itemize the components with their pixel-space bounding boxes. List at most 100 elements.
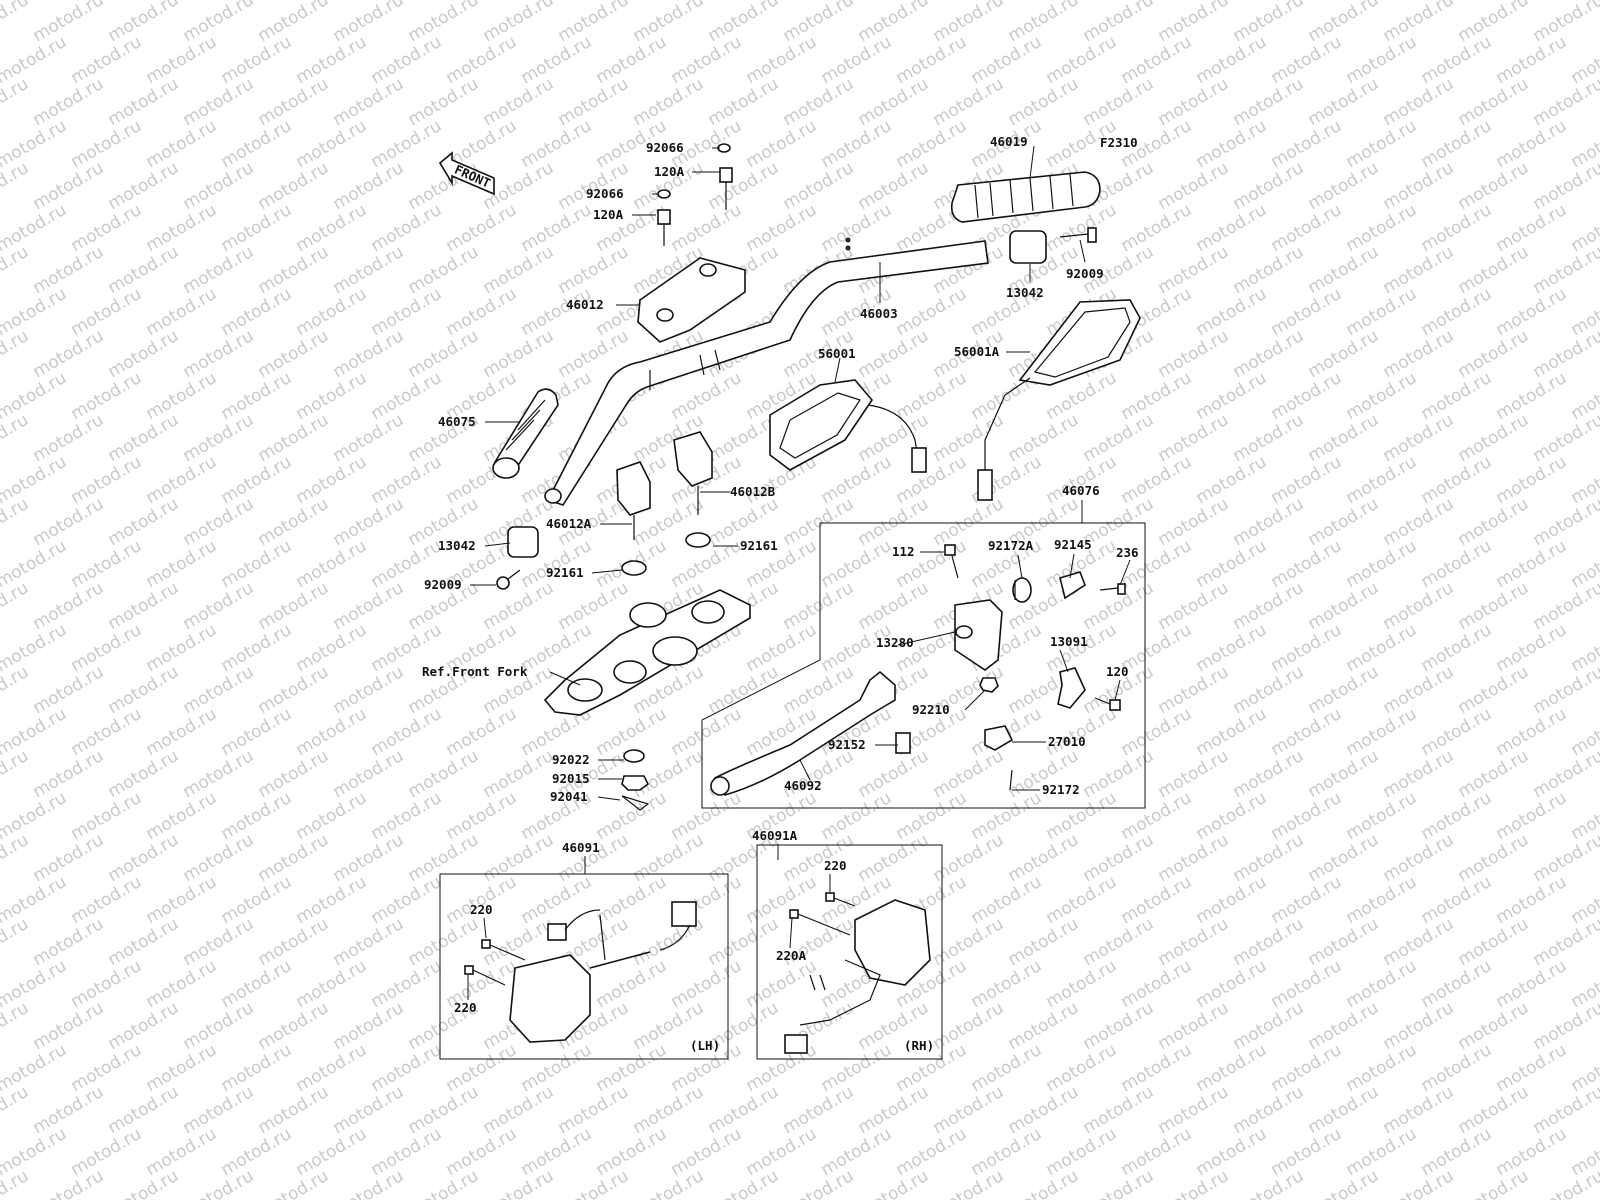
- handlebar-part: [544, 237, 989, 506]
- label-120: 120: [1106, 664, 1129, 679]
- watermark-text: motod.ru: [1380, 74, 1458, 130]
- watermark-text: motod.ru: [1155, 1166, 1233, 1200]
- watermark-text: motod.ru: [855, 578, 933, 634]
- watermark-text: motod.ru: [30, 746, 108, 802]
- label-46075: 46075: [438, 414, 476, 429]
- watermark-text: motod.ru: [743, 32, 821, 88]
- watermark-text: motod.ru: [68, 872, 146, 928]
- watermark-text: motod.ru: [255, 158, 333, 214]
- watermark-text: motod.ru: [1530, 578, 1600, 634]
- watermark-text: motod.ru: [1193, 284, 1271, 340]
- watermark-text: motod.ru: [143, 284, 221, 340]
- watermark-text: motod.ru: [1118, 704, 1196, 760]
- figure-code: F2310: [1100, 135, 1138, 150]
- collar-92152: [895, 732, 911, 754]
- watermark-text: motod.ru: [743, 200, 821, 256]
- watermark-text: motod.ru: [330, 74, 408, 130]
- watermark-text: motod.ru: [855, 326, 933, 382]
- watermark-text: motod.ru: [293, 1040, 371, 1096]
- watermark-text: motod.ru: [705, 1082, 783, 1138]
- watermark-text: motod.ru: [1343, 956, 1421, 1012]
- watermark-text: motod.ru: [1493, 200, 1571, 256]
- watermark-text: motod.ru: [743, 1040, 821, 1096]
- watermark-text: motod.ru: [1380, 158, 1458, 214]
- watermark-text: motod.ru: [1343, 452, 1421, 508]
- label-92161-a: 92161: [740, 538, 778, 553]
- watermark-text: motod.ru: [1343, 284, 1421, 340]
- watermark-text: motod.ru: [743, 620, 821, 676]
- watermark-text: motod.ru: [1155, 0, 1233, 46]
- watermark-text: motod.ru: [293, 32, 371, 88]
- watermark-text: motod.ru: [1005, 74, 1083, 130]
- label-92015: 92015: [552, 771, 590, 786]
- watermark-text: motod.ru: [1005, 410, 1083, 466]
- watermark-text: motod.ru: [105, 914, 183, 970]
- watermark-text: motod.ru: [1193, 872, 1271, 928]
- watermark-text: motod.ru: [1155, 998, 1233, 1054]
- watermark-text: motod.ru: [555, 242, 633, 298]
- watermark-text: motod.ru: [630, 1082, 708, 1138]
- watermark-text: motod.ru: [1118, 872, 1196, 928]
- watermark-text: motod.ru: [1418, 956, 1496, 1012]
- watermark-text: motod.ru: [30, 914, 108, 970]
- watermark-text: motod.ru: [1455, 662, 1533, 718]
- watermark-text: motod.ru: [330, 1166, 408, 1200]
- watermark-text: motod.ru: [293, 284, 371, 340]
- watermark-text: motod.ru: [1380, 1082, 1458, 1138]
- watermark-text: motod.ru: [1005, 1082, 1083, 1138]
- watermark-text: motod.ru: [68, 116, 146, 172]
- watermark-text: motod.ru: [143, 704, 221, 760]
- watermark-text: motod.ru: [330, 158, 408, 214]
- watermark-text: motod.ru: [1268, 116, 1346, 172]
- watermark-text: motod.ru: [1230, 494, 1308, 550]
- watermark-text: motod.ru: [405, 746, 483, 802]
- watermark-text: motod.ru: [293, 116, 371, 172]
- watermark-text: motod.ru: [968, 872, 1046, 928]
- watermark-text: motod.ru: [1418, 1124, 1496, 1180]
- watermark-text: motod.ru: [1193, 368, 1271, 424]
- watermark-text: motod.ru: [218, 200, 296, 256]
- watermark-text: motod.ru: [1230, 746, 1308, 802]
- watermark-text: motod.ru: [443, 1124, 521, 1180]
- riser-46012B: [673, 431, 713, 515]
- watermark-text: motod.ru: [105, 1082, 183, 1138]
- watermark-text: motod.ru: [1418, 368, 1496, 424]
- watermark-text: motod.ru: [255, 746, 333, 802]
- watermark-text: motod.ru: [668, 704, 746, 760]
- watermark-text: motod.ru: [143, 32, 221, 88]
- watermark-text: motod.ru: [180, 914, 258, 970]
- label-236: 236: [1116, 545, 1139, 560]
- watermark-text: motod.ru: [1268, 452, 1346, 508]
- watermark-text: motod.ru: [1493, 116, 1571, 172]
- watermark-text: motod.ru: [293, 368, 371, 424]
- watermark-text: motod.ru: [1380, 578, 1458, 634]
- watermark-text: motod.ru: [1043, 452, 1121, 508]
- watermark-text: motod.ru: [780, 1082, 858, 1138]
- watermark-text: motod.ru: [30, 74, 108, 130]
- label-46012A: 46012A: [546, 516, 592, 531]
- watermark-text: motod.ru: [1343, 368, 1421, 424]
- watermark-text: motod.ru: [480, 830, 558, 886]
- watermark-text: motod.ru: [68, 1040, 146, 1096]
- watermark-text: motod.ru: [180, 662, 258, 718]
- watermark-text: motod.ru: [705, 662, 783, 718]
- watermark-text: motod.ru: [668, 200, 746, 256]
- watermark-text: motod.ru: [180, 746, 258, 802]
- watermark-text: motod.ru: [255, 578, 333, 634]
- screw-220-lh-lower: [464, 965, 506, 986]
- watermark-text: motod.ru: [1343, 1124, 1421, 1180]
- watermark-text: motod.ru: [480, 0, 558, 46]
- screw-220-rh: [825, 892, 856, 907]
- lever-holder-part: [954, 599, 1003, 671]
- watermark-text: motod.ru: [1305, 914, 1383, 970]
- watermark-text: motod.ru: [1380, 914, 1458, 970]
- label-92172: 92172: [1042, 782, 1080, 797]
- watermark-text: motod.ru: [1118, 620, 1196, 676]
- watermark-text: motod.ru: [68, 284, 146, 340]
- watermark-text: motod.ru: [1005, 830, 1083, 886]
- watermark-text: motod.ru: [1455, 1166, 1533, 1200]
- watermark-text: motod.ru: [1305, 74, 1383, 130]
- watermark-text: motod.ru: [293, 1124, 371, 1180]
- right-grip-part: [950, 171, 1101, 223]
- watermark-text: motod.ru: [593, 1124, 671, 1180]
